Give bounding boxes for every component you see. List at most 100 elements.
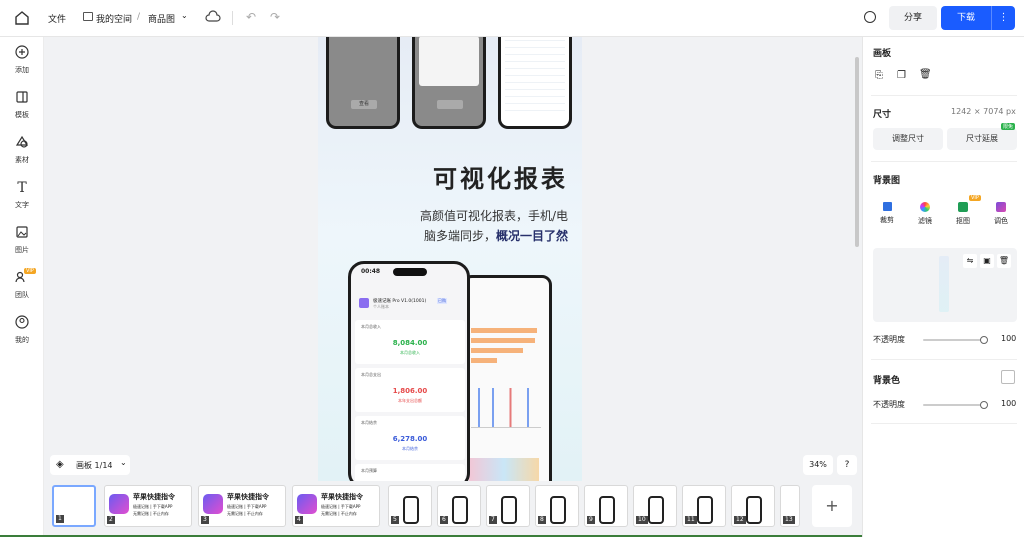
undo-icon[interactable]: ↶: [246, 10, 257, 24]
image-icon: [14, 225, 30, 241]
user-icon: [14, 315, 30, 331]
home-icon[interactable]: [14, 10, 30, 26]
tool-label: 图片: [15, 246, 29, 254]
phone-list: [419, 37, 479, 86]
cutout-tool[interactable]: 抠图: [949, 202, 977, 226]
paint-roller-icon[interactable]: ⎘: [875, 70, 883, 81]
crop-tool[interactable]: 裁剪: [873, 202, 901, 225]
tool-elements[interactable]: 素材: [0, 135, 44, 165]
page-thumbnail[interactable]: 9: [584, 485, 628, 527]
divider: [871, 161, 1017, 162]
background-preview[interactable]: ⇋ ▣ 🗑: [873, 248, 1017, 322]
tool-label: 团队: [15, 291, 29, 299]
text-icon: T: [17, 180, 27, 196]
artboard[interactable]: 查看 可视化报表 高颜值可视化报表，手机/电 脑多端同步，概况一目了然: [318, 37, 582, 481]
chart-bar: [471, 338, 535, 343]
phone-mockup: [498, 37, 572, 129]
page-thumbnail[interactable]: 7: [486, 485, 530, 527]
tool-team[interactable]: VIP 团队: [0, 268, 44, 300]
chart-bar: [471, 358, 497, 363]
card-subtitle: 本月结余: [402, 446, 418, 451]
file-menu[interactable]: 文件: [48, 15, 67, 25]
thumb-text: 无需记账 | 不止内存: [227, 511, 263, 516]
thumb-logo: [297, 494, 317, 514]
help-button[interactable]: ?: [837, 455, 857, 475]
word-cloud: [469, 458, 539, 481]
page-thumbnail[interactable]: 12: [731, 485, 775, 527]
download-button[interactable]: 下载: [941, 6, 991, 30]
opacity-slider[interactable]: [923, 336, 988, 344]
size-value: 1242 × 7074 px: [951, 107, 1016, 116]
page-thumbnail[interactable]: 11: [682, 485, 726, 527]
thumb-phone: [403, 496, 419, 524]
extend-size-button[interactable]: 尺寸延展: [947, 128, 1017, 150]
download-more-button[interactable]: ⋮: [991, 6, 1015, 30]
phone-button: 查看: [351, 100, 377, 109]
filter-icon: [920, 202, 930, 212]
stat-card: 本月总收入 8,084.00 本月总收入: [355, 320, 465, 364]
replace-icon[interactable]: ▣: [980, 254, 994, 268]
slider-handle[interactable]: [980, 401, 988, 409]
app-icon: [359, 298, 369, 308]
share-button[interactable]: 分享: [889, 6, 937, 30]
tool-label: 抠图: [956, 217, 970, 225]
tool-text[interactable]: T 文字: [0, 180, 44, 210]
page-thumbnail[interactable]: 10: [633, 485, 677, 527]
bottom-border: [0, 535, 1024, 537]
trash-icon[interactable]: 🗑: [919, 69, 932, 80]
chevron-down-icon[interactable]: ⌄: [181, 11, 188, 20]
redo-icon[interactable]: ↷: [270, 10, 281, 24]
vertical-scrollbar[interactable]: [855, 57, 859, 247]
opacity-slider[interactable]: [923, 401, 988, 409]
page-thumbnail[interactable]: 8: [535, 485, 579, 527]
copy-icon[interactable]: ❐: [897, 70, 906, 81]
page-thumbnail[interactable]: 1: [52, 485, 96, 527]
thumb-phone: [746, 496, 762, 524]
tool-image[interactable]: 图片: [0, 225, 44, 255]
add-page-button[interactable]: +: [812, 485, 852, 527]
tool-label: 调色: [994, 217, 1008, 225]
card-subtitle: 本年支出总额: [398, 398, 422, 403]
thumb-title: 苹果快捷指令: [133, 493, 175, 501]
color-adjust-tool[interactable]: 调色: [987, 202, 1015, 226]
color-swatch[interactable]: [1001, 370, 1015, 384]
page-number: 11: [685, 516, 697, 524]
page-thumbnail[interactable]: 6: [437, 485, 481, 527]
template-icon: [14, 90, 30, 106]
trash-icon[interactable]: 🗑: [997, 254, 1011, 268]
card-title: 本月结余: [361, 420, 377, 425]
page-number: 12: [734, 516, 746, 524]
document-title[interactable]: 商品图: [148, 15, 176, 25]
opacity-value[interactable]: 100: [1001, 399, 1017, 408]
page-thumbnail[interactable]: 13: [780, 485, 800, 527]
resize-button[interactable]: 调整尺寸: [873, 128, 943, 150]
card-subtitle: 本月总收入: [400, 350, 420, 355]
tool-template[interactable]: 模板: [0, 90, 44, 120]
flip-icon[interactable]: ⇋: [963, 254, 977, 268]
divider: [871, 95, 1017, 96]
description-highlight: 概况一目了然: [495, 229, 568, 243]
canvas-area[interactable]: 查看 可视化报表 高颜值可视化报表，手机/电 脑多端同步，概况一目了然: [44, 37, 862, 481]
filter-tool[interactable]: 滤镜: [911, 202, 939, 226]
properties-panel: 画板 ⎘ ❐ 🗑 尺寸 1242 × 7074 px 调整尺寸 尺寸延展 限免 …: [862, 37, 1024, 537]
plus-circle-icon: [14, 45, 30, 61]
target-icon[interactable]: [864, 11, 876, 23]
slider-handle[interactable]: [980, 336, 988, 344]
page-number: 13: [783, 516, 795, 524]
cloud-sync-icon[interactable]: [205, 10, 221, 24]
opacity-value[interactable]: 100: [1001, 334, 1017, 343]
layers-toggle[interactable]: ◈ 画板 1/14 ⌄: [50, 455, 130, 475]
tool-add[interactable]: 添加: [0, 45, 44, 75]
size-section-title: 尺寸: [873, 110, 892, 120]
tool-mine[interactable]: 我的: [0, 315, 44, 345]
phone-mockup: 查看: [326, 37, 400, 129]
page-thumbnail[interactable]: 5: [388, 485, 432, 527]
zoom-level[interactable]: 34%: [803, 455, 833, 475]
thumb-phone: [501, 496, 517, 524]
breadcrumb-space[interactable]: 我的空间: [96, 15, 133, 25]
thumb-text: 无需记账 | 不止内存: [321, 511, 357, 516]
chevron-down-icon: ⌄: [120, 458, 127, 467]
